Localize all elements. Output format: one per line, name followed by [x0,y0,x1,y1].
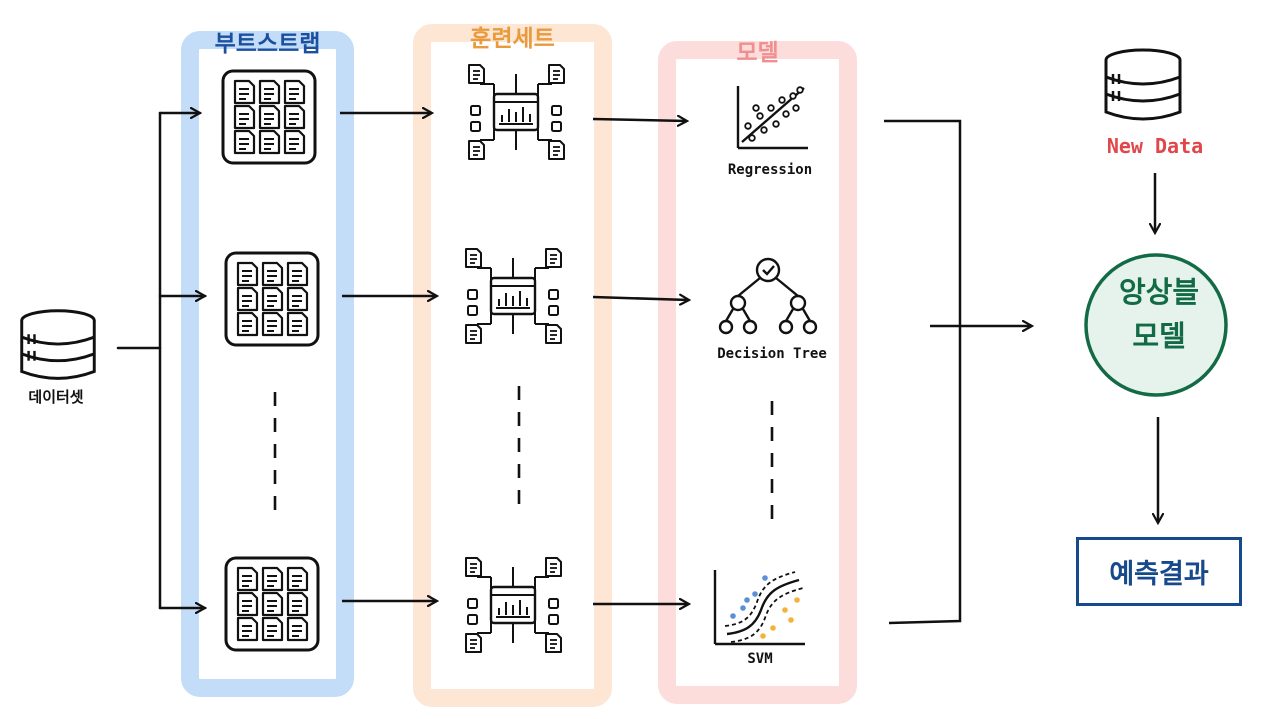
new-data-database-icon [1104,48,1182,121]
ensemble-model-circle [1084,253,1228,397]
model-title: 모델 [736,40,779,66]
aggregation-bracket [884,119,1032,625]
svm-icon [713,570,805,646]
dataset-database-icon [20,309,96,380]
ensemble-label-line1: 앙상블 [1118,275,1200,309]
regression-caption: Regression [727,162,813,178]
svm-caption: SVM [747,651,773,667]
training-column-frame [413,24,612,707]
model-column-frame [658,41,857,704]
bootstrap-sample-3-icon [226,558,318,650]
bootstrap-title: 부트스트랩 [214,31,321,57]
bootstrap-to-training-arrows [340,113,437,601]
new-data-label: New Data [1106,134,1204,158]
scatter-regression-icon [736,86,808,150]
bootstrap-sample-2-icon [226,253,318,345]
bootstrap-column-frame [181,31,354,697]
prediction-result-box: 예측결과 [1076,537,1242,606]
ensemble-label-line2: 모델 [1132,319,1186,353]
dataset-branch-arrows [116,113,205,608]
ensemble-model-label: 앙상블 모델 [1086,270,1232,358]
training-set-title: 훈련세트 [470,26,555,52]
decision-tree-icon [718,257,818,335]
decision-tree-caption: Decision Tree [717,346,827,362]
dataset-label: 데이터셋 [28,388,84,406]
bootstrap-sample-1-icon [223,71,315,163]
training-to-model-arrows [592,119,689,604]
